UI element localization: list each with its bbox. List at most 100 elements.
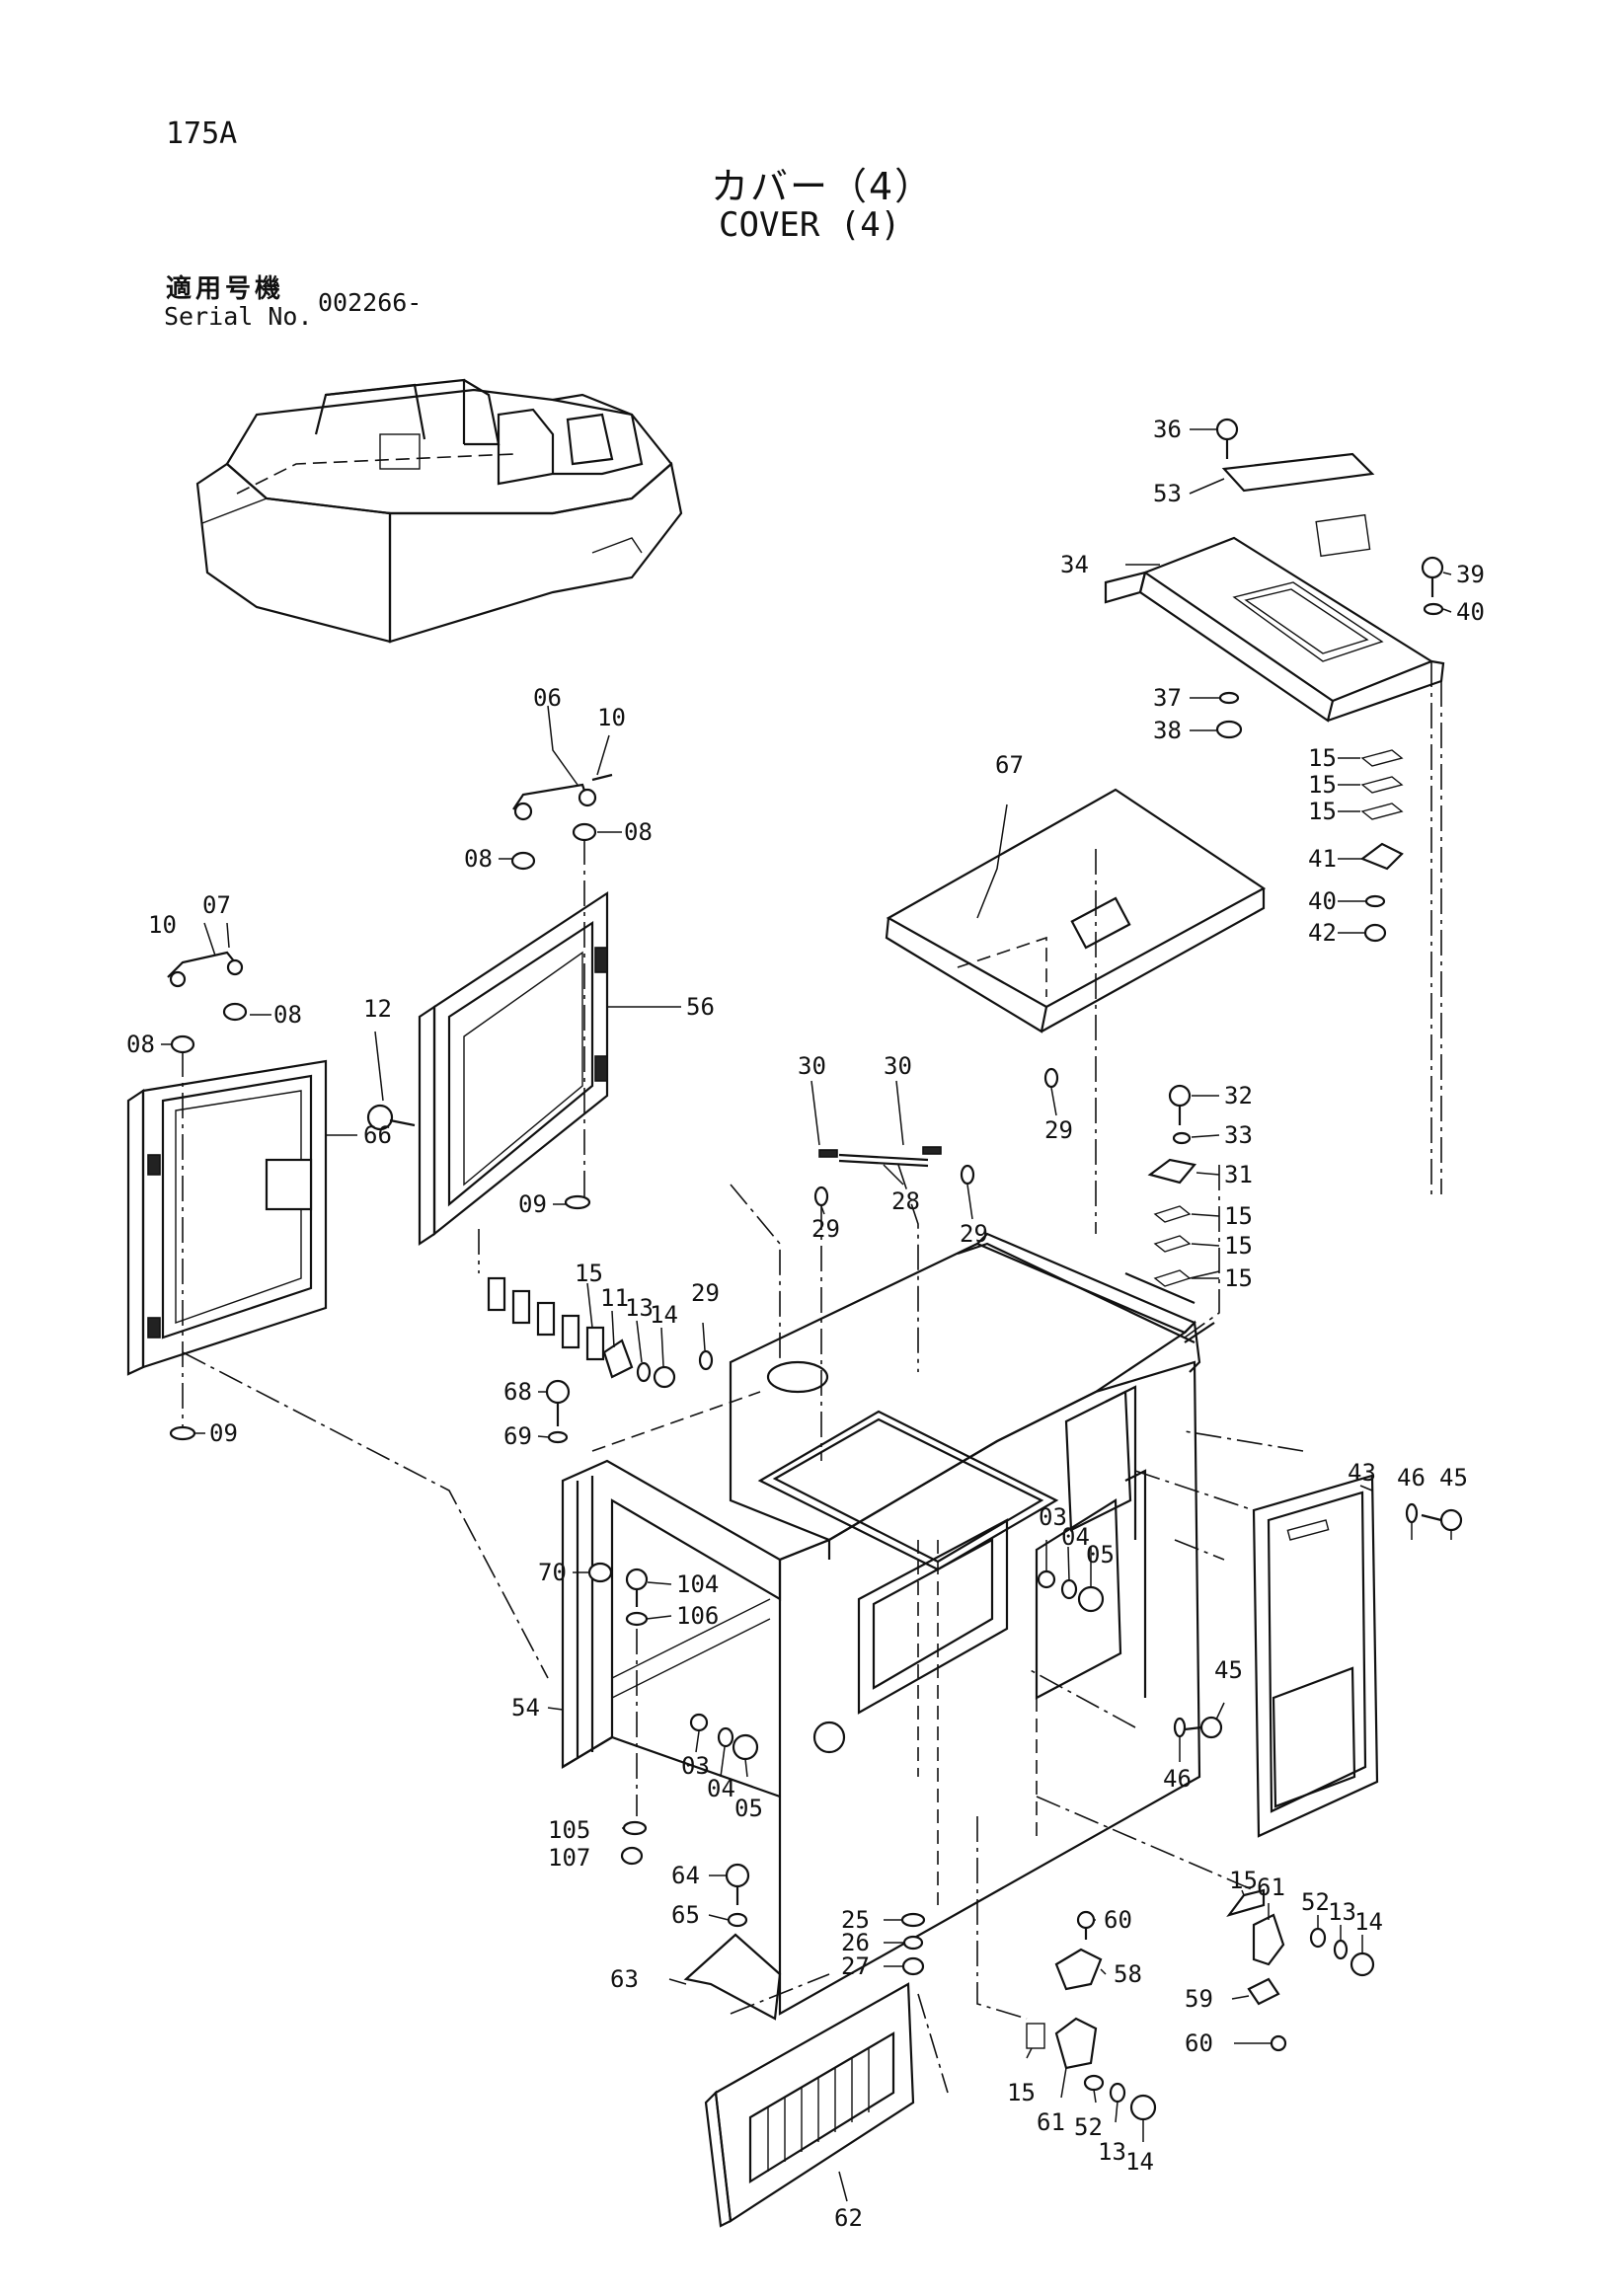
callout-60: 60 xyxy=(1104,1906,1132,1934)
callout-15: 15 xyxy=(1308,744,1337,772)
callout-104: 104 xyxy=(676,1570,719,1598)
callout-36: 36 xyxy=(1153,416,1182,443)
callout-08: 08 xyxy=(624,818,653,846)
callout-14: 14 xyxy=(1125,2148,1154,2176)
callout-14: 14 xyxy=(1354,1908,1383,1936)
callout-03: 03 xyxy=(681,1752,710,1780)
callout-32: 32 xyxy=(1224,1082,1253,1110)
callout-62: 62 xyxy=(834,2204,863,2232)
callout-30: 30 xyxy=(884,1052,912,1080)
frame-outline-top xyxy=(730,1164,1304,1452)
callout-106: 106 xyxy=(676,1602,719,1630)
callout-28: 28 xyxy=(891,1187,920,1215)
callout-61: 61 xyxy=(1257,1874,1285,1901)
callout-42: 42 xyxy=(1308,919,1337,947)
callout-69: 69 xyxy=(503,1422,532,1450)
callout-30: 30 xyxy=(798,1052,826,1080)
callout-68: 68 xyxy=(503,1378,532,1406)
callout-15: 15 xyxy=(1229,1867,1258,1894)
callout-08: 08 xyxy=(273,1001,302,1029)
callout-27: 27 xyxy=(841,1952,870,1980)
callout-58: 58 xyxy=(1114,1960,1142,1988)
callout-107: 107 xyxy=(548,1844,590,1872)
main-frame-body xyxy=(561,1232,1201,2016)
callout-15: 15 xyxy=(1224,1264,1253,1292)
page-number: 175A xyxy=(166,116,238,151)
callout-09: 09 xyxy=(209,1419,238,1447)
callout-46: 46 xyxy=(1397,1464,1426,1492)
serial-label-english: Serial No. xyxy=(164,302,313,331)
callout-05: 05 xyxy=(1086,1541,1115,1569)
callout-54: 54 xyxy=(511,1694,540,1722)
callout-05: 05 xyxy=(734,1795,763,1822)
callout-65: 65 xyxy=(671,1901,700,1929)
callout-08: 08 xyxy=(464,845,493,873)
callout-52: 52 xyxy=(1301,1888,1330,1916)
callout-60: 60 xyxy=(1185,2029,1213,2057)
callout-15: 15 xyxy=(1308,798,1337,825)
callout-61: 61 xyxy=(1037,2108,1065,2136)
callout-15: 15 xyxy=(575,1260,603,1287)
machine-overview-illustration xyxy=(195,378,683,644)
callout-04: 04 xyxy=(1061,1523,1090,1551)
side-panel-43 xyxy=(1026,1470,1463,1838)
callout-09: 09 xyxy=(518,1190,547,1218)
hinge-plate-group xyxy=(478,1229,714,1389)
callout-13: 13 xyxy=(1328,1898,1356,1926)
callout-66: 66 xyxy=(363,1121,392,1149)
callout-56: 56 xyxy=(686,993,715,1021)
callout-45: 45 xyxy=(1214,1656,1243,1684)
callout-03: 03 xyxy=(1039,1503,1067,1531)
callout-10: 10 xyxy=(597,704,626,731)
title-japanese: カバー（4） xyxy=(711,165,935,208)
callout-29: 29 xyxy=(1044,1116,1073,1144)
serial-label-japanese: 適用号機 xyxy=(166,274,285,304)
callout-39: 39 xyxy=(1456,561,1485,588)
callout-13: 13 xyxy=(1098,2138,1126,2166)
callout-59: 59 xyxy=(1185,1985,1213,2013)
callout-34: 34 xyxy=(1060,551,1089,578)
support-rod-28 xyxy=(813,1067,1059,1461)
callout-40: 40 xyxy=(1308,887,1337,915)
bracket-parts-31-32-33 xyxy=(1147,1084,1197,1287)
callout-15: 15 xyxy=(1224,1202,1253,1230)
leader-lines xyxy=(161,428,1452,2202)
callout-04: 04 xyxy=(707,1775,735,1802)
callout-07: 07 xyxy=(202,891,231,919)
callout-43: 43 xyxy=(1348,1459,1376,1487)
callout-29: 29 xyxy=(960,1220,988,1248)
callout-15: 15 xyxy=(1224,1232,1253,1260)
callout-70: 70 xyxy=(538,1559,567,1586)
callout-33: 33 xyxy=(1224,1121,1253,1149)
callout-12: 12 xyxy=(363,995,392,1023)
callout-52: 52 xyxy=(1074,2113,1103,2141)
callout-15: 15 xyxy=(1007,2079,1036,2106)
title-english: COVER (4) xyxy=(719,205,901,245)
callout-53: 53 xyxy=(1153,480,1182,507)
callout-45: 45 xyxy=(1439,1464,1468,1492)
callout-14: 14 xyxy=(650,1301,678,1329)
callout-41: 41 xyxy=(1308,845,1337,873)
callout-13: 13 xyxy=(625,1294,654,1322)
callout-63: 63 xyxy=(610,1965,639,1993)
callout-08: 08 xyxy=(126,1031,155,1058)
door-panel-66 xyxy=(126,951,549,1679)
callout-37: 37 xyxy=(1153,684,1182,712)
callout-29: 29 xyxy=(691,1279,720,1307)
callout-31: 31 xyxy=(1224,1161,1253,1188)
callout-11: 11 xyxy=(600,1284,629,1312)
callout-10: 10 xyxy=(148,911,177,939)
callout-67: 67 xyxy=(995,751,1024,779)
door-panel-56 xyxy=(366,773,613,1247)
cover-plate-67 xyxy=(885,788,1267,1234)
callout-38: 38 xyxy=(1153,717,1182,744)
callout-40: 40 xyxy=(1456,598,1485,626)
callout-26: 26 xyxy=(841,1929,870,1956)
callout-15: 15 xyxy=(1308,771,1337,799)
callout-labels: 36 53 34 39 40 37 38 15 15 15 41 40 42 6… xyxy=(126,416,1485,2232)
bottom-parts xyxy=(683,1863,949,2228)
callout-29: 29 xyxy=(811,1215,840,1243)
callout-105: 105 xyxy=(548,1816,590,1844)
